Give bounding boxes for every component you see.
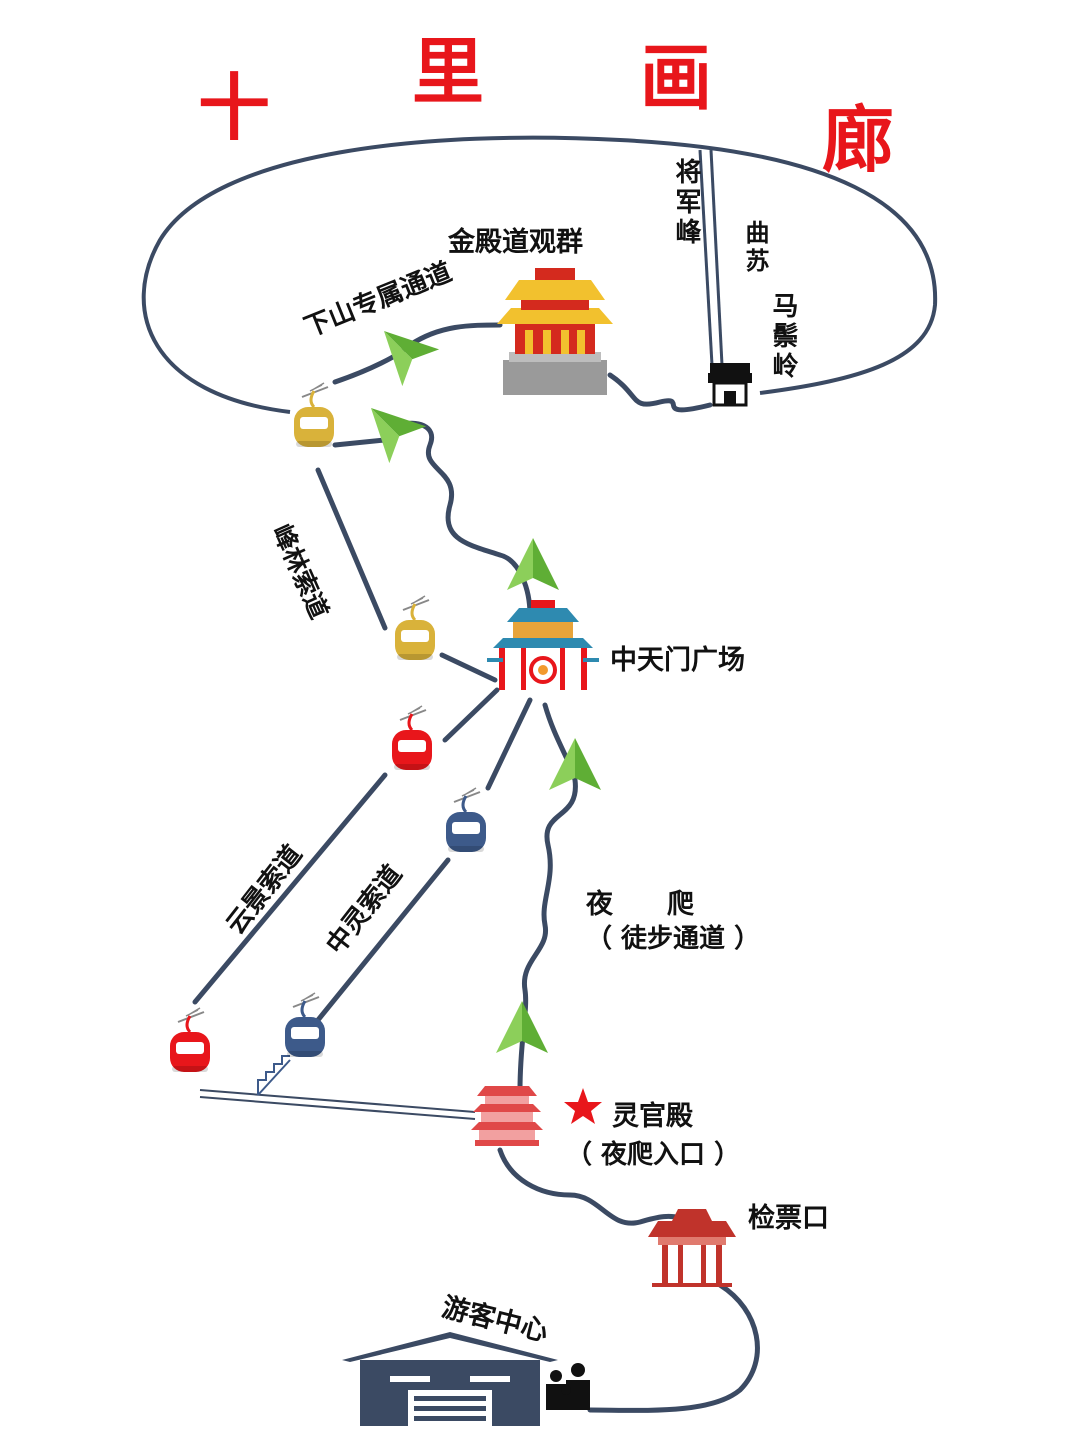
route-lines	[192, 322, 760, 1413]
cable-car-zhongling-upper-icon	[444, 786, 488, 854]
label-jiangjunfeng: 将军峰	[671, 158, 701, 248]
label-yepa-sub: （ 徒步通道 ）	[586, 924, 761, 954]
cable-car-fenglin-icon	[393, 594, 437, 662]
title-char-1: 十	[198, 65, 271, 150]
jiangjunfeng-cable	[698, 149, 724, 366]
jindian-temple-icon	[497, 268, 613, 395]
cable-car-summit-icon	[292, 381, 336, 449]
label-jianpiaokou: 检票口	[748, 1203, 829, 1234]
ground-connector	[199, 1089, 476, 1120]
cable-car-zhongling-lower-icon	[283, 991, 327, 1059]
cable-car-yunjing-lower-icon	[168, 1006, 212, 1074]
label-zhongtianmen: 中天门广场	[610, 645, 745, 676]
jianpiaokou-gate-icon	[648, 1209, 736, 1287]
arrow-up-icon	[365, 312, 440, 387]
arrow-up-icon	[352, 389, 427, 464]
label-jindian: 金殿道观群	[448, 227, 583, 258]
cable-car-yunjing-upper-icon	[390, 704, 434, 772]
label-lingguandian-sub: （ 夜爬入口 ）	[566, 1140, 741, 1170]
label-yepa: 夜 爬	[586, 889, 694, 920]
star-icon	[564, 1088, 602, 1124]
label-lingguandian: 灵官殿	[612, 1101, 693, 1132]
label-qushu: 曲苏	[741, 220, 769, 276]
title-char-3: 画	[640, 35, 713, 120]
lingguandian-icon	[471, 1086, 543, 1146]
stairs-icon	[257, 1055, 291, 1096]
title-char-4: 廊	[822, 97, 895, 182]
shop-icon	[708, 363, 752, 407]
title-char-2: 里	[412, 29, 485, 114]
people-icon	[546, 1363, 590, 1410]
zhongtianmen-gate-icon	[487, 600, 599, 690]
visitor-center-icon	[342, 1332, 558, 1426]
summit-loop-route	[141, 135, 938, 414]
label-malingling: 马鬃岭	[768, 292, 798, 382]
